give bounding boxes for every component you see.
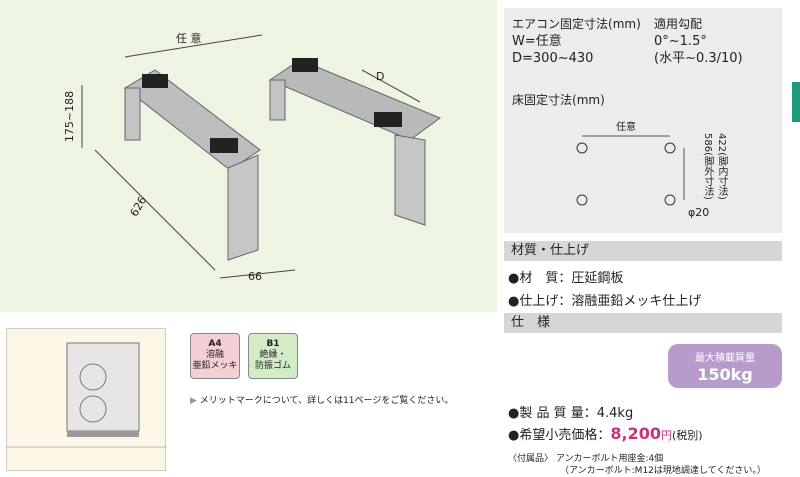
merit-note-text: メリットマークについて、詳しくは11ページをご覧ください。 bbox=[199, 396, 454, 406]
merit-b1-line2: 防振ゴム bbox=[254, 361, 291, 371]
max-load-value: 150kg bbox=[697, 365, 753, 384]
price-line: ●希望小売価格：8,200円(税別) bbox=[508, 424, 703, 443]
material-line: ●材 質：圧延鋼板 bbox=[508, 271, 624, 286]
spec-header: 仕 様 bbox=[504, 313, 782, 333]
mount-dimension-block: エアコン固定寸法(mm) W=任意 D=300~430 bbox=[512, 16, 641, 67]
price-tax: (税別) bbox=[671, 429, 703, 442]
floor-unit: (mm) bbox=[572, 93, 605, 107]
rubber-pad bbox=[374, 112, 402, 127]
merit-a4-line2: 亜鉛メッキ bbox=[192, 361, 238, 371]
slope-level: (水平~0.3/10) bbox=[654, 51, 743, 66]
mount-title: エアコン固定寸法 bbox=[512, 17, 609, 31]
price-value: 8,200 bbox=[610, 424, 661, 443]
price-unit: 円 bbox=[660, 429, 672, 442]
merit-b1-line1: 絶縁・ bbox=[259, 350, 287, 360]
product-photo: 任 意 D 175~188 626 66 bbox=[0, 0, 497, 312]
merit-note: ▶ メリットマークについて、詳しくは11ページをご覧ください。 bbox=[190, 393, 453, 406]
rubber-pad bbox=[292, 58, 318, 72]
page-tab-marker bbox=[792, 82, 800, 122]
merit-b1-code: B1 bbox=[266, 339, 280, 349]
width-dimension-line bbox=[124, 34, 263, 58]
finish-line: ●仕上げ：溶融亜鉛メッキ仕上げ bbox=[508, 294, 702, 309]
merit-b1-badge: B1 絶縁・ 防振ゴム bbox=[248, 333, 298, 379]
floor-block: 床固定寸法(mm) bbox=[512, 92, 605, 109]
arrow-icon: ▶ bbox=[190, 396, 200, 406]
foot-label: 66 bbox=[248, 270, 262, 283]
front-leg bbox=[227, 154, 259, 261]
mount-unit: (mm) bbox=[608, 17, 641, 31]
anchor-hole bbox=[576, 142, 588, 154]
merit-a4-code: A4 bbox=[208, 339, 222, 349]
anchor-hole bbox=[576, 194, 588, 206]
slope-block: 適用勾配 0°~1.5° (水平~0.3/10) bbox=[654, 16, 743, 67]
floor-width-label: 任意 bbox=[616, 122, 636, 133]
mount-d: D=300~430 bbox=[512, 51, 594, 66]
hole-size-label: φ20 bbox=[688, 206, 710, 219]
length-dimension-line bbox=[94, 149, 216, 271]
mount-w: W=任意 bbox=[512, 34, 562, 49]
floor-diagram bbox=[576, 135, 685, 206]
width-label: 任 意 bbox=[176, 32, 202, 45]
accessory-line2: （アンカーボルト:M12は現地調達してください。） bbox=[560, 466, 766, 476]
floor-title: 床固定寸法 bbox=[512, 93, 573, 107]
slope-title: 適用勾配 bbox=[654, 17, 703, 31]
anchor-hole bbox=[664, 194, 676, 206]
bracket-illustration bbox=[81, 34, 442, 279]
back-leg bbox=[394, 134, 426, 226]
material-header: 材質・仕上げ bbox=[504, 241, 782, 261]
depth-dimension-line bbox=[361, 69, 421, 103]
rubber-pad bbox=[142, 74, 168, 88]
height-label: 175~188 bbox=[63, 90, 77, 143]
weight-line: ●製 品 質 量：4.4kg bbox=[508, 406, 634, 421]
slope-value: 0°~1.5° bbox=[654, 34, 707, 49]
max-load-badge: 最大積載質量 150kg bbox=[668, 344, 782, 388]
max-load-label: 最大積載質量 bbox=[695, 353, 755, 364]
merit-a4-line1: 溶融 bbox=[205, 350, 224, 360]
merit-a4-badge: A4 溶融 亜鉛メッキ bbox=[190, 333, 240, 379]
foot-dimension-line bbox=[219, 269, 296, 279]
floor-inner-label: 422(脚内寸法) bbox=[716, 133, 727, 200]
install-illustration bbox=[6, 328, 167, 471]
outdoor-unit bbox=[66, 342, 140, 432]
depth-label: D bbox=[376, 70, 385, 83]
floor-outer-label: 586(脚外寸法) bbox=[702, 133, 713, 200]
stand-base bbox=[67, 431, 139, 437]
spec-panel: エアコン固定寸法(mm) W=任意 D=300~430 適用勾配 0°~1.5°… bbox=[504, 8, 782, 233]
accessory-line1: 〈付属品〉 アンカーボルト用座金:4個 bbox=[508, 454, 664, 464]
anchor-hole bbox=[664, 142, 676, 154]
price-label: ●希望小売価格： bbox=[508, 428, 611, 443]
rubber-pad bbox=[210, 138, 238, 153]
